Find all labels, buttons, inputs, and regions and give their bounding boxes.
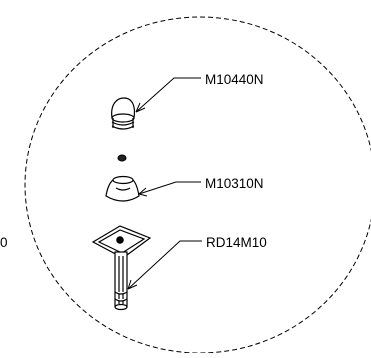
label-cap: M10440N bbox=[205, 72, 264, 87]
small-nut-part bbox=[117, 154, 127, 162]
label-bolt: RD14M10 bbox=[206, 235, 267, 250]
detail-circle bbox=[24, 16, 371, 354]
cap-part bbox=[111, 97, 136, 130]
leader-lines bbox=[127, 77, 202, 290]
label-nut: M10310N bbox=[205, 176, 264, 191]
bolt-part bbox=[91, 225, 152, 311]
clipped-label-fragment: 0 bbox=[0, 235, 8, 250]
conical-nut-part bbox=[105, 175, 140, 202]
